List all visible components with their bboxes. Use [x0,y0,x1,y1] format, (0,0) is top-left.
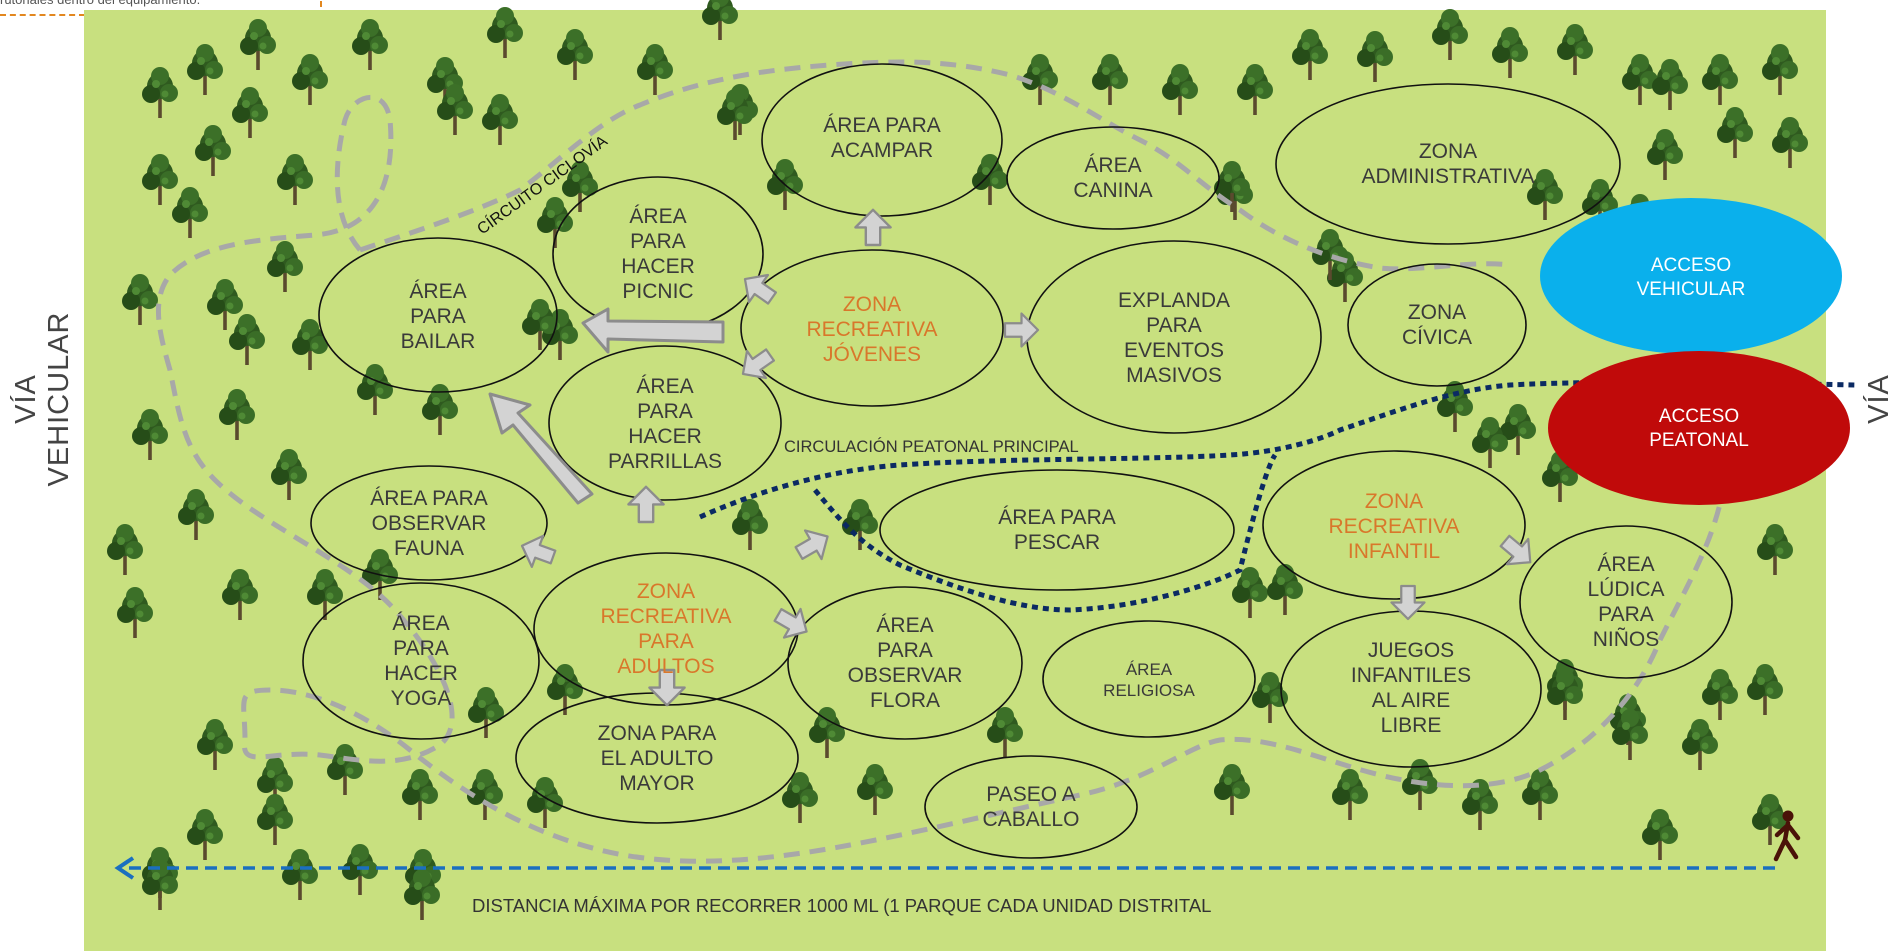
zone-caballo [924,755,1138,859]
zone-infantil [1262,450,1526,600]
right-road-label: VÍA VEHICULAR [1863,311,1898,487]
zone-acampar [761,63,1003,217]
flow-arrows [488,208,1543,707]
zone-religiosa [1042,620,1256,738]
zone-ludica [1519,525,1733,679]
zone-yoga [302,582,540,740]
zone-parrillas [548,345,782,501]
pedestrian-path-branch [813,453,1278,613]
distance-arrow-head [114,856,135,880]
zones [302,63,1850,859]
arrow-adultos-bailar [488,392,594,505]
zone-canina [1006,126,1220,230]
zone-administrativa [1275,83,1621,245]
acceso-vehicular-ellipse [1540,198,1842,354]
acceso-peatonal-ellipse [1548,351,1850,505]
pedestrian-circulation-label: CIRCULACIÓN PEATONAL PRINCIPAL [784,437,1079,456]
distance-label: DISTANCIA MÁXIMA POR RECORRER 1000 ML (1… [472,895,1211,916]
zone-fauna [310,465,548,581]
pedestrian-person-icon [1773,810,1801,862]
zone-flora [787,586,1023,740]
zone-civica [1347,263,1527,387]
ciclovia-path [156,95,1728,864]
arrow-jovenes-bailar [581,307,725,354]
ciclovia-path-upper [359,59,1511,272]
left-road-label: VÍA VEHICULAR [10,311,75,487]
zone-bailar [318,237,558,393]
zone-pescar [879,469,1235,591]
zone-jovenes [740,249,1004,407]
